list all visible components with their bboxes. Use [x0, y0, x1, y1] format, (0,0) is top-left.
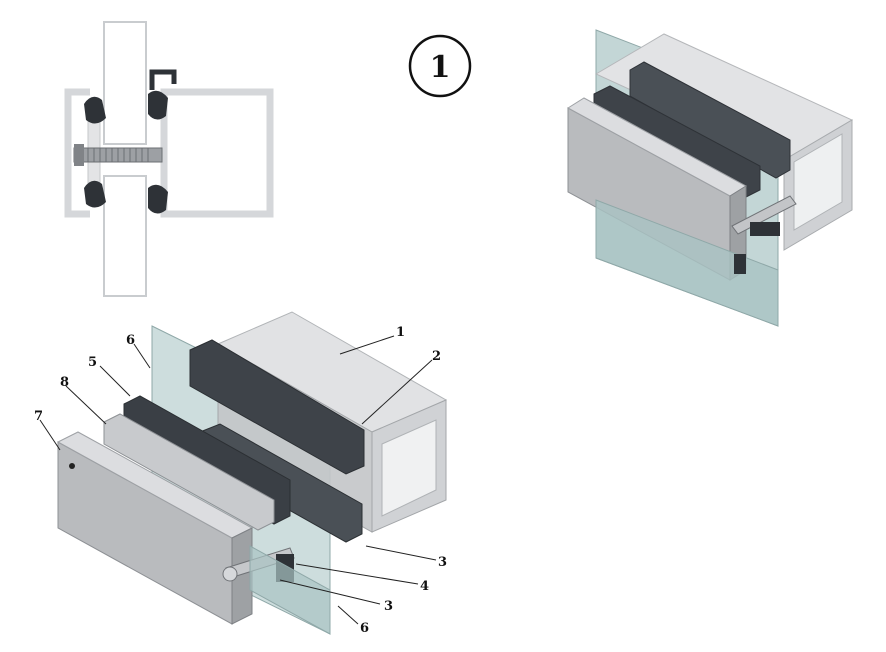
badge-number: 1 [430, 50, 451, 85]
assembled-view [567, 29, 854, 327]
exploded-screw-head [222, 566, 238, 582]
screw-thread [87, 148, 149, 162]
leader-8 [65, 385, 107, 425]
callout-4: 4 [420, 579, 429, 594]
outer-gasket-lower [84, 180, 106, 208]
callout-1: 1 [396, 325, 405, 340]
leader-7 [39, 419, 61, 451]
pressure-plate [64, 88, 90, 218]
screw-head [74, 144, 84, 166]
inner-gasket-lower [148, 184, 168, 214]
leader-6a [133, 343, 151, 369]
callout-leaders [39, 335, 437, 625]
cover-cap-edge [231, 527, 253, 625]
leader-3b [279, 579, 381, 605]
callout-6a: 6 [126, 333, 135, 348]
callout-3b: 3 [384, 599, 393, 614]
assembled-screw [731, 195, 797, 235]
callout-8: 8 [60, 375, 69, 390]
callout-2: 2 [432, 349, 441, 364]
cross-section-view [64, 21, 274, 297]
callout-6b: 6 [360, 621, 369, 636]
profile-hook [149, 69, 177, 90]
leader-1 [339, 335, 395, 355]
exploded-tube-opening [381, 419, 437, 517]
glass-pane-front [595, 199, 779, 327]
exploded-glass-lower [249, 545, 331, 635]
assembled-clip-lower [734, 254, 746, 274]
outer-gasket-upper [84, 96, 106, 124]
cover-cap-hole [69, 463, 75, 469]
callout-5: 5 [88, 355, 97, 370]
exploded-view [56, 311, 448, 635]
gasket-strip-back [629, 61, 791, 179]
figure-badge: 1 [408, 34, 472, 98]
glass-pane-lower [103, 175, 147, 297]
inner-gasket-top [189, 339, 365, 475]
exploded-pressure-plate [103, 413, 275, 531]
callout-labels: 1 2 3 4 3 6 6 5 8 7 [34, 325, 447, 636]
leader-2 [361, 359, 433, 425]
glass-pane-upper [103, 21, 147, 145]
leader-4 [295, 563, 419, 585]
square-tube-profile [160, 88, 274, 218]
badge-circle [408, 34, 472, 98]
callout-7: 7 [34, 409, 43, 424]
leader-5 [99, 365, 131, 397]
callout-3a: 3 [438, 555, 447, 570]
assembled-clip-upper [750, 222, 780, 236]
leader-3a [365, 545, 437, 561]
tube-opening-inner [793, 133, 843, 231]
inner-gasket-upper [148, 90, 168, 120]
leader-6b [337, 605, 359, 625]
